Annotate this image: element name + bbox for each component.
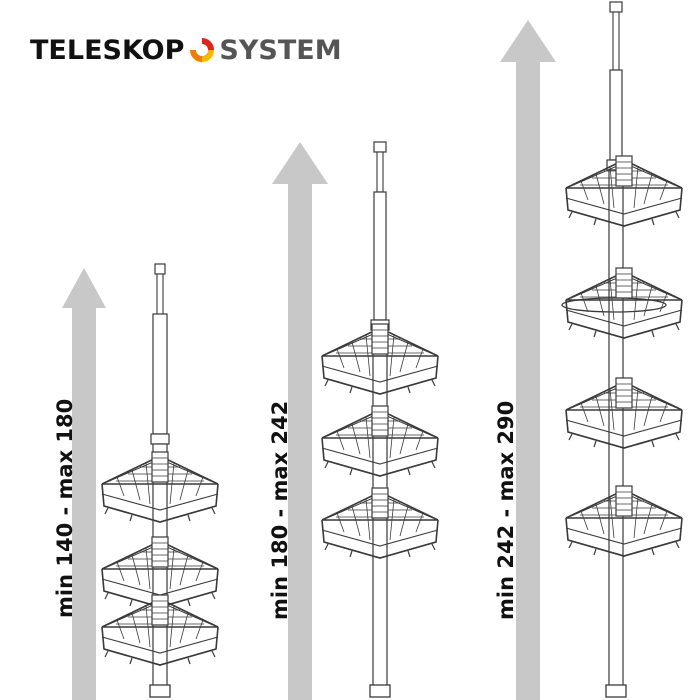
- brand-right-word: SYSTEM: [219, 34, 342, 66]
- range-label-2: min 180 - max 242: [268, 400, 292, 620]
- range-label-3: min 242 - max 290: [494, 400, 518, 620]
- brand-left-word: TELESKOP: [30, 34, 185, 66]
- brand-logo-icon: [190, 38, 215, 62]
- height-arrow-2: [272, 142, 328, 700]
- height-arrow-1: [62, 268, 106, 700]
- brand-title: TELESKOP SYSTEM: [30, 34, 342, 66]
- rack-180-242: [321, 141, 439, 698]
- rack-140-180: [101, 263, 219, 698]
- range-label-1: min 140 - max 180: [53, 398, 77, 618]
- height-arrow-3: [500, 20, 556, 700]
- rack-242-290: [561, 1, 683, 698]
